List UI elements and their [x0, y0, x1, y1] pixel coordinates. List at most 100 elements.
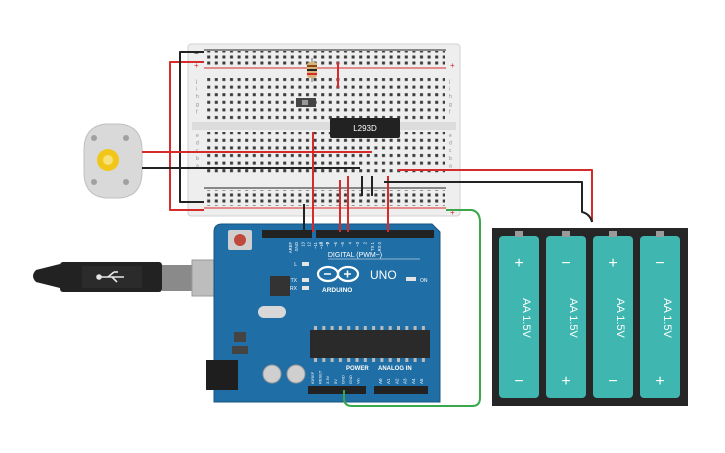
row-letter: i — [196, 87, 197, 93]
analog-pin-label: A0 — [378, 378, 383, 384]
on-led — [406, 277, 416, 281]
digital-pin-label: 13 — [300, 241, 305, 246]
digital-pin-label: AREF — [288, 242, 293, 254]
l293d-chip[interactable]: L293D — [330, 118, 400, 138]
bottom-power-rail[interactable] — [205, 190, 445, 206]
row-letter: b — [196, 156, 199, 162]
model-label: UNO — [370, 268, 397, 282]
power-pin-label: RESET — [318, 370, 323, 384]
row-letter: d — [196, 141, 199, 147]
battery-cell[interactable]: − AA 1.5V + — [640, 231, 680, 398]
battery-cell-label: AA 1.5V — [567, 298, 579, 338]
analog-label: ANALOG IN — [378, 366, 412, 372]
digital-pin-label: ~3 — [355, 241, 360, 246]
wire-battery-red[interactable] — [398, 169, 593, 222]
battery-cell-label: AA 1.5V — [520, 298, 532, 338]
wire-battery-black[interactable] — [384, 181, 593, 223]
header-top-left[interactable] — [262, 230, 312, 238]
on-label: ON — [420, 278, 428, 284]
dc-motor[interactable] — [83, 123, 143, 199]
rail-plus-sign-right: + — [450, 61, 455, 70]
row-letter: j — [195, 79, 197, 85]
digital-pin-label: ~10 — [319, 241, 324, 249]
digital-pin-label: 2 — [362, 241, 367, 244]
row-letter: f — [449, 109, 451, 115]
wire-black-rail-left[interactable] — [179, 51, 204, 203]
power-header[interactable] — [308, 386, 366, 394]
digital-pin-label: RX 0 — [377, 241, 382, 251]
battery-terminal-top: − — [561, 255, 570, 272]
usb-icon — [96, 271, 124, 283]
slide-switch[interactable] — [296, 98, 316, 107]
row-letter: g — [196, 102, 199, 108]
resistor[interactable] — [307, 58, 317, 82]
usb-cable[interactable] — [33, 259, 229, 297]
chip-label: L293D — [353, 124, 377, 133]
analog-pin-label: A3 — [403, 378, 408, 384]
power-label: POWER — [346, 366, 369, 372]
crystal — [258, 306, 286, 318]
power-pin-label: 5V — [333, 379, 338, 384]
row-letter: e — [449, 133, 452, 139]
wires — [142, 51, 593, 407]
led-tx — [302, 278, 309, 282]
regulator — [234, 332, 246, 342]
row-letter: d — [449, 141, 452, 147]
power-pin-label: IOREF — [310, 371, 315, 384]
battery-terminal-top: − — [655, 255, 664, 272]
capacitor-1 — [262, 364, 282, 384]
atmega-chip — [310, 330, 430, 358]
wire-green-5v[interactable] — [343, 209, 481, 407]
row-letter: a — [196, 163, 199, 169]
top-power-rail[interactable] — [205, 51, 445, 67]
led-rx — [302, 286, 309, 290]
battery-cell-label: AA 1.5V — [614, 298, 626, 338]
analog-pin-label: A1 — [386, 378, 391, 384]
digital-label: DIGITAL (PWM~) — [328, 252, 382, 259]
row-letter: g — [449, 102, 452, 108]
battery-terminal-top: + — [608, 255, 617, 272]
digital-pin-label: ~6 — [333, 241, 338, 246]
usb-chip — [270, 276, 290, 296]
battery-pack[interactable]: +AA 1.5V−−AA 1.5V++AA 1.5V−−AA 1.5V+ — [492, 228, 688, 406]
row-letter: j — [448, 79, 450, 85]
digital-pin-label: 8 — [318, 241, 323, 244]
battery-terminal-bottom: + — [561, 373, 570, 390]
battery-terminal-bottom: − — [514, 373, 523, 390]
power-pin-label: Vin — [356, 378, 361, 384]
analog-pin-label: A5 — [419, 378, 424, 384]
battery-cell-label: AA 1.5V — [661, 298, 673, 338]
power-pin-label: GND — [340, 375, 345, 384]
capacitor-2 — [286, 364, 306, 384]
battery-cell[interactable]: +AA 1.5V− — [499, 231, 539, 398]
wire-red-rail-left[interactable] — [169, 61, 204, 211]
power-pin-label: 3.3V — [325, 375, 330, 384]
digital-pin-label: ~9 — [325, 241, 330, 246]
battery-cell[interactable]: + AA 1.5V − — [593, 231, 633, 398]
analog-header[interactable] — [374, 386, 428, 394]
row-letter: i — [449, 87, 450, 93]
arduino-logo — [316, 265, 360, 283]
analog-pin-label: A2 — [394, 378, 399, 384]
center-channel — [192, 122, 456, 130]
row-letter: f — [196, 109, 198, 115]
battery-cell[interactable]: − AA 1.5V + — [546, 231, 586, 398]
battery-terminal-bottom: + — [655, 373, 664, 390]
header-top-right[interactable] — [316, 230, 434, 238]
power-pin-label: GND — [348, 375, 353, 384]
digital-pin-label: 7 — [325, 241, 330, 244]
rail-plus-sign-bottom: + — [450, 208, 455, 217]
row-letter: b — [449, 156, 452, 162]
dc-power-jack[interactable] — [206, 360, 238, 390]
top-terminal-strip[interactable] — [205, 78, 445, 120]
battery-terminal-bottom: − — [608, 373, 617, 390]
row-letter: h — [196, 94, 199, 100]
digital-pin-label: GND — [294, 242, 299, 251]
led-rx-label: RX — [290, 286, 298, 292]
rail-minus-sign: − — [194, 49, 199, 58]
